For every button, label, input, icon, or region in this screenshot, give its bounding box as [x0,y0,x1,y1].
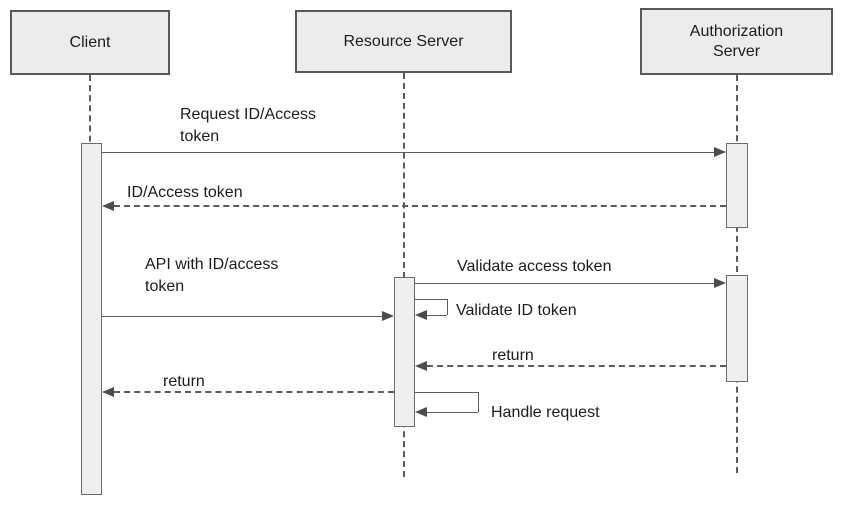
message-label-request-token: Request ID/Access token [180,106,317,145]
arrowhead-right-icon [714,278,726,288]
message-label-validate-access-token: Validate access token [457,258,612,275]
activation-bar-authorization-server-1 [726,143,748,228]
self-loop-validate-id-bottom [427,315,447,316]
arrowhead-right-icon [714,147,726,157]
arrowhead-left-icon [102,201,114,211]
arrowhead-left-icon [415,407,427,417]
lifeline-resource-server [403,73,405,477]
message-arrow-request-token [102,152,714,153]
arrowhead-left-icon [102,387,114,397]
arrowhead-right-icon [382,311,394,321]
message-arrow-id-access-token [114,205,726,207]
actor-label-client: Client [69,33,111,51]
message-label-id-access-token: ID/Access token [127,184,243,201]
self-loop-handle-request-bottom [427,412,478,413]
message-label-api-call: API with ID/access token [145,256,279,295]
self-loop-handle-request-top [415,392,478,393]
self-loop-validate-id-side [447,299,448,315]
message-arrow-return-auth [427,365,726,367]
message-arrow-return-client [114,391,394,393]
message-label-validate-id-token: Validate ID token [456,302,577,319]
activation-bar-resource-server [394,277,415,427]
message-label-handle-request: Handle request [491,404,600,421]
actor-label-resource-server: Resource Server [343,32,464,50]
message-label-return-client: return [163,373,205,390]
self-loop-validate-id-top [415,299,447,300]
arrowhead-left-icon [415,310,427,320]
activation-bar-client [81,143,102,495]
lifeline-authorization-server [736,75,738,473]
message-arrow-api-call [102,316,382,317]
activation-bar-authorization-server-2 [726,275,748,382]
message-label-return-auth: return [492,347,534,364]
actor-box-client: Client [10,10,170,75]
actor-label-authorization-server: Authorization Server [689,22,784,60]
message-arrow-validate-access-token [415,283,714,284]
actor-box-authorization-server: Authorization Server [640,8,833,75]
self-loop-handle-request-side [478,392,479,412]
actor-box-resource-server: Resource Server [295,10,512,73]
arrowhead-left-icon [415,361,427,371]
